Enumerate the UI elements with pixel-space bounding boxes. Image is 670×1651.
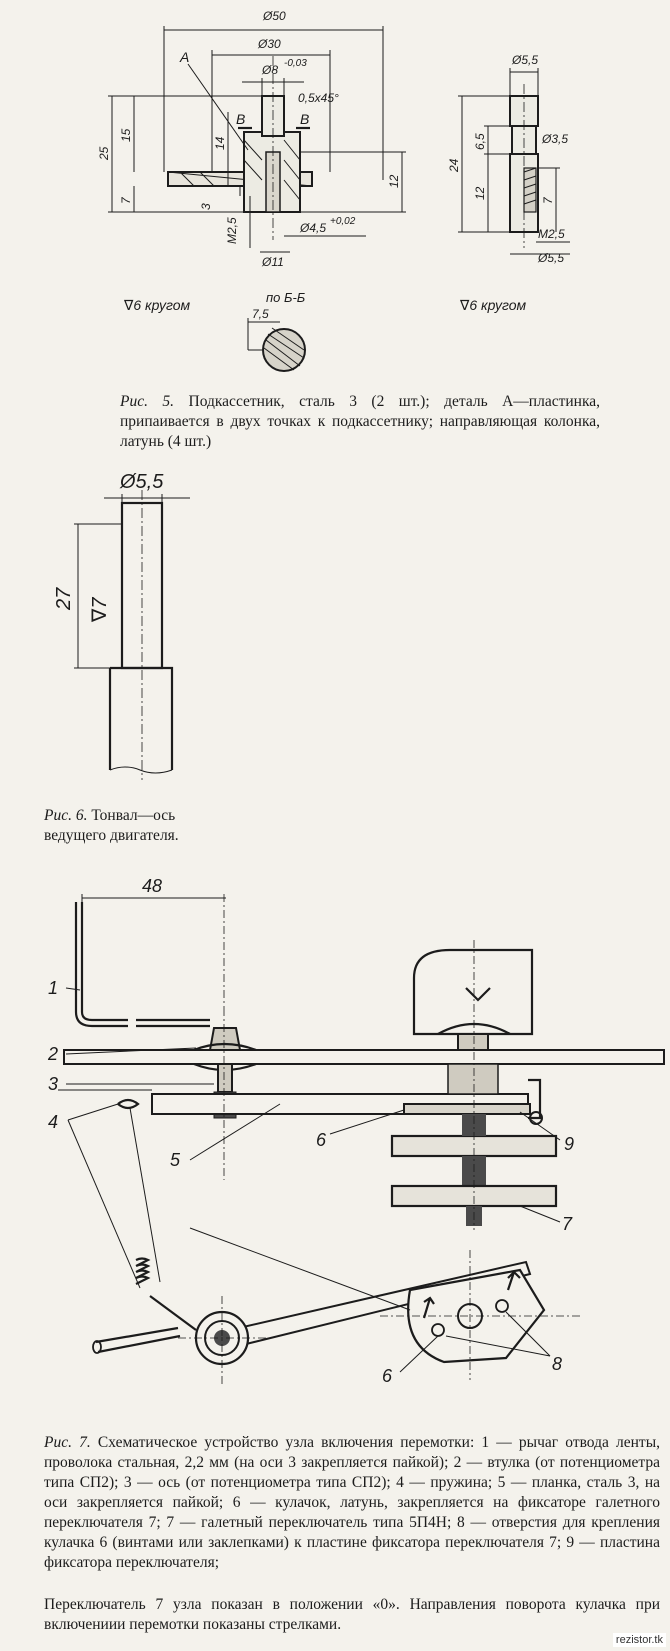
dim-m25-right: M2,5 — [538, 227, 565, 241]
dim-h24: 24 — [447, 158, 461, 173]
fig7-dim48: 48 — [142, 876, 162, 896]
fig6-length: 27 — [53, 587, 75, 611]
dim-h25: 25 — [97, 146, 111, 161]
fig7-label-9: 9 — [564, 1134, 574, 1154]
label-a: A — [179, 49, 189, 65]
dim-d45-tol: +0,02 — [330, 216, 356, 227]
dim-h7-right: 7 — [541, 196, 555, 204]
label-b2: B — [300, 111, 309, 127]
fig5-caption: Рис. 5. Подкассетник, сталь 3 (2 шт.); д… — [120, 392, 600, 452]
dim-m25-left: M2,5 — [225, 217, 239, 244]
finish-right: ∇6 кругом — [459, 297, 527, 313]
fig7-label-8: 8 — [552, 1354, 562, 1374]
fig7-label-2: 2 — [47, 1044, 58, 1064]
fig6-caption-label: Рис. 6. — [44, 807, 88, 824]
finish-left: ∇6 кругом — [123, 297, 191, 313]
dim-h7: 7 — [119, 196, 133, 204]
dim-h3: 3 — [199, 203, 213, 210]
dim-h65: 6,5 — [473, 133, 487, 150]
fig7-caption-text: Схематическое устройство узла включения … — [44, 1434, 660, 1571]
dim-h12-left: 12 — [387, 174, 401, 188]
fig7-label-6b: 6 — [382, 1366, 393, 1386]
dim-d55-top: Ø5,5 — [511, 53, 538, 67]
dim-d50: Ø50 — [262, 9, 286, 23]
fig6-finish: ∇7 — [89, 597, 111, 623]
fig7-label-4: 4 — [48, 1112, 58, 1132]
fig6-caption: Рис. 6. Тонвал—ось ведущего двигателя. — [44, 806, 204, 846]
dim-d30: Ø30 — [257, 37, 281, 51]
fig7-caption: Рис. 7. Схематическое устройство узла вк… — [44, 1433, 660, 1573]
fig5-right-drawing — [458, 68, 570, 255]
section-title: по Б-Б — [266, 290, 306, 305]
fig7-label-3: 3 — [48, 1074, 58, 1094]
dim-d8-tol: -0,03 — [284, 58, 307, 69]
dim-h15: 15 — [119, 128, 133, 142]
fig6-caption-text: Тонвал—ось ведущего двигателя. — [44, 807, 179, 844]
dim-d45: Ø4,5 — [299, 221, 326, 235]
dim-chamfer: 0,5x45° — [298, 91, 339, 105]
fig7-note: Переключатель 7 узла показан в положении… — [44, 1596, 660, 1633]
dim-d35: Ø3,5 — [541, 132, 568, 146]
fig7-label-6a: 6 — [316, 1130, 327, 1150]
fig6-dia: Ø5,5 — [119, 471, 164, 493]
dim-h12-right: 12 — [473, 186, 487, 200]
fig7-label-1: 1 — [48, 978, 58, 998]
fig7-drawing — [58, 894, 665, 1384]
fig6-drawing — [74, 490, 190, 780]
fig7-label-7: 7 — [562, 1214, 573, 1234]
section-bb-drawing — [247, 318, 306, 372]
section-dim: 7,5 — [252, 307, 269, 321]
fig7-label-5: 5 — [170, 1150, 181, 1170]
fig5-left-drawing — [108, 26, 406, 253]
label-b1: B — [236, 111, 245, 127]
watermark: rezistor.tk — [612, 1633, 666, 1647]
dim-h14: 14 — [213, 136, 227, 150]
fig5-caption-label: Рис. 5. — [120, 393, 175, 410]
dim-d55-bot: Ø5,5 — [537, 251, 564, 265]
dim-d8: Ø8 — [261, 63, 278, 77]
dim-d11: Ø11 — [261, 255, 284, 269]
fig5-caption-text: Подкассетник, сталь 3 (2 шт.); деталь А—… — [120, 393, 600, 450]
fig7-caption-label: Рис. 7. — [44, 1434, 91, 1451]
